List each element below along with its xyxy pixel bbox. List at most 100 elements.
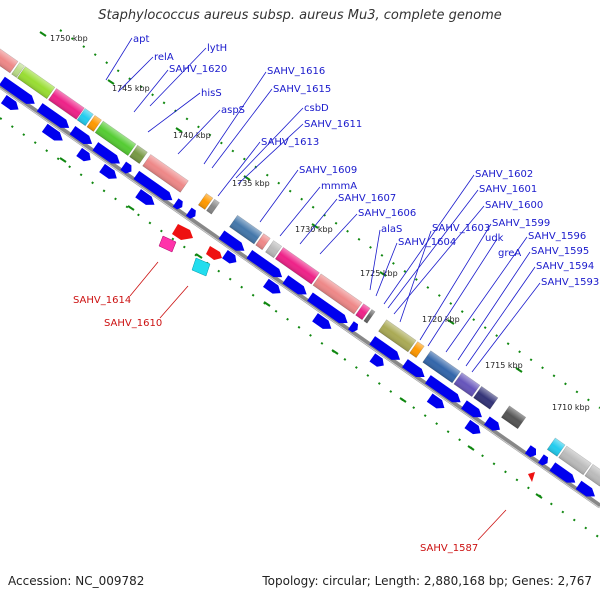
gene-arrow[interactable] <box>483 416 503 434</box>
gene-arrow[interactable] <box>369 353 386 369</box>
gene-arrow[interactable] <box>133 170 175 204</box>
gene-arrow[interactable] <box>312 313 334 333</box>
gene-label-sahv-1620[interactable]: SAHV_1620 <box>169 64 227 75</box>
forward-label-leaders <box>105 37 541 373</box>
gene-box-highlight <box>142 154 189 193</box>
tick-label-1745: 1745 kbp <box>112 84 150 93</box>
gene-arrow[interactable] <box>222 250 239 266</box>
gene-arrow[interactable] <box>426 393 447 413</box>
gene-label-rela[interactable]: relA <box>154 52 174 63</box>
tick-labels: 1750 kbp 1745 kbp 1740 kbp 1735 kbp 1730… <box>50 34 590 412</box>
gene-label-sahv-1601[interactable]: SAHV_1601 <box>479 184 537 195</box>
gene-arrow[interactable] <box>76 147 93 164</box>
gene-box-highlight <box>206 199 220 215</box>
gene-box-highlight <box>17 66 55 99</box>
forward-gene-arrows <box>0 76 598 501</box>
gene-label-sahv-1595[interactable]: SAHV_1595 <box>531 246 589 257</box>
gene-box-highlight <box>363 309 376 324</box>
gene-arrow[interactable] <box>99 163 119 183</box>
gene-label-sahv-1613[interactable]: SAHV_1613 <box>261 137 319 148</box>
gene-arrow[interactable] <box>0 95 21 114</box>
gene-box-highlight <box>255 233 271 250</box>
gene-box-highlight <box>558 446 592 475</box>
topology-text: Topology: circular; Length: 2,880,168 bp… <box>262 574 592 588</box>
gene-arrow[interactable] <box>0 76 38 108</box>
gene-box-highlight <box>198 193 213 210</box>
gene-arrow[interactable] <box>218 230 248 255</box>
gene-arrow[interactable] <box>369 336 403 364</box>
gene-box-highlight <box>312 273 362 315</box>
gene-box-highlight <box>0 44 18 73</box>
gene-label-hiss[interactable]: hisS <box>201 88 222 99</box>
gene-box-highlight <box>355 303 371 320</box>
gene-label-sahv-1611[interactable]: SAHV_1611 <box>304 119 362 130</box>
gene-arrow[interactable] <box>246 250 285 281</box>
gene-label-sahv-1610[interactable]: SAHV_1610 <box>104 318 162 329</box>
gene-label-sahv-1606[interactable]: SAHV_1606 <box>358 208 416 219</box>
gene-arrow[interactable] <box>549 462 579 486</box>
gene-label-udk[interactable]: udk <box>485 233 504 244</box>
tick-label-1710: 1710 kbp <box>552 403 590 412</box>
tick-label-1735: 1735 kbp <box>232 179 270 188</box>
gene-arrow[interactable] <box>425 375 464 406</box>
tick-label-1740: 1740 kbp <box>173 131 211 140</box>
gene-arrow[interactable] <box>524 445 539 459</box>
gene-label-sahv-1596[interactable]: SAHV_1596 <box>528 231 586 242</box>
gene-arrow[interactable] <box>135 189 157 209</box>
reverse-gene-sahv-1614-box[interactable] <box>158 235 177 253</box>
gene-arrow[interactable] <box>92 142 122 167</box>
gene-label-sahv-1593[interactable]: SAHV_1593 <box>541 277 599 288</box>
gene-arrow[interactable] <box>538 454 550 467</box>
accession-text: Accession: NC_009782 <box>8 574 145 588</box>
gene-label-mmma[interactable]: mmmA <box>321 181 357 192</box>
gene-arrow[interactable] <box>36 103 72 132</box>
gene-label-sahv-1609[interactable]: SAHV_1609 <box>299 165 357 176</box>
gene-label-sahv-1614[interactable]: SAHV_1614 <box>73 295 131 306</box>
gene-arrow[interactable] <box>263 278 283 298</box>
reverse-gene-sahv-1610-box[interactable] <box>191 257 211 277</box>
gene-arrow[interactable] <box>69 126 95 148</box>
tick-label-1730: 1730 kbp <box>295 225 333 234</box>
reverse-gene-sahv-1610-arrow[interactable] <box>206 246 222 260</box>
gene-label-sahv-1594[interactable]: SAHV_1594 <box>536 261 594 272</box>
gene-arrow[interactable] <box>402 359 427 381</box>
gene-box-highlight <box>229 215 263 244</box>
gene-label-csbd[interactable]: csbD <box>304 103 329 114</box>
gene-label-grea[interactable]: greA <box>498 248 521 259</box>
gene-arrow[interactable] <box>41 123 66 145</box>
gene-arrow[interactable] <box>172 198 185 211</box>
gene-label-sahv-1616[interactable]: SAHV_1616 <box>267 66 325 77</box>
forward-gene-labels: apt relA lytH SAHV_1620 hisS aspS SAHV_1… <box>133 34 599 288</box>
gene-arrow[interactable] <box>461 400 485 421</box>
gene-label-sahv-1604[interactable]: SAHV_1604 <box>398 237 456 248</box>
gene-arrow[interactable] <box>464 419 483 437</box>
gene-arrow[interactable] <box>348 321 360 334</box>
reverse-gene-sahv-1587-arrow[interactable] <box>528 472 535 482</box>
gene-label-sahv-1602[interactable]: SAHV_1602 <box>475 169 533 180</box>
gene-arrow[interactable] <box>120 161 134 176</box>
gene-box-highlight <box>378 319 417 352</box>
gene-arrow[interactable] <box>185 207 198 221</box>
gene-label-apt[interactable]: apt <box>133 34 149 45</box>
gene-label-lyth[interactable]: lytH <box>207 43 227 54</box>
gene-label-sahv-1607[interactable]: SAHV_1607 <box>338 193 396 204</box>
gene-arrow[interactable] <box>307 292 350 328</box>
gene-label-alas[interactable]: alaS <box>381 224 402 235</box>
gene-box-highlight <box>422 350 461 383</box>
gene-box-highlight <box>129 145 148 164</box>
gene-label-asps[interactable]: aspS <box>221 105 245 116</box>
gene-label-sahv-1615[interactable]: SAHV_1615 <box>273 84 331 95</box>
gene-box-highlight <box>95 121 136 156</box>
gene-box-highlight <box>11 62 25 78</box>
gene-label-sahv-1599[interactable]: SAHV_1599 <box>492 218 550 229</box>
gene-label-sahv-1603[interactable]: SAHV_1603 <box>432 223 490 234</box>
reverse-gene-sahv-1614-arrow[interactable] <box>172 224 193 240</box>
gene-label-sahv-1600[interactable]: SAHV_1600 <box>485 200 543 211</box>
gene-box-highlight <box>48 88 85 120</box>
gene-arrow[interactable] <box>575 480 598 501</box>
gene-label-sahv-1587[interactable]: SAHV_1587 <box>420 543 478 554</box>
tick-label-1725: 1725 kbp <box>360 269 398 278</box>
gene-box-highlight <box>453 372 480 397</box>
gene-arrow[interactable] <box>282 275 310 298</box>
